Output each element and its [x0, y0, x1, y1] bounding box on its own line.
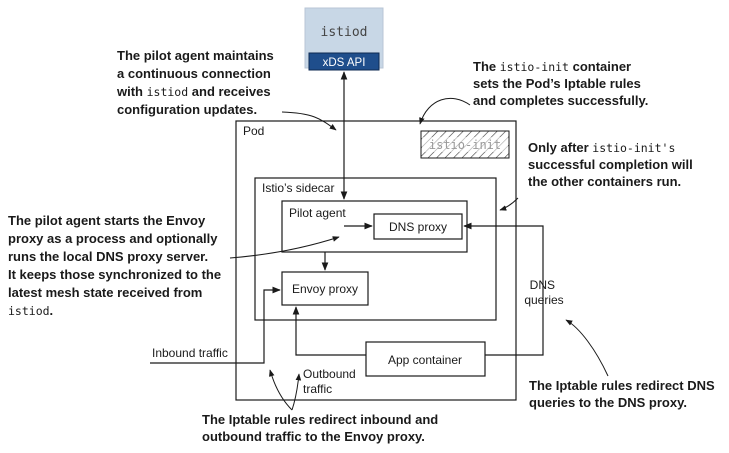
app-container-label: App container [388, 353, 462, 367]
outbound-traffic-label: Outbound traffic [303, 367, 359, 396]
pod-box [235, 120, 517, 401]
annotation-line: The Iptable rules redirect inbound and [202, 412, 438, 427]
annotation-pilot-connection: The pilot agent maintains a continuous co… [116, 48, 274, 117]
inbound-traffic-arrow [150, 286, 281, 364]
annotation-line: istiod. [8, 303, 53, 318]
annotation-line: The istio-init container [473, 59, 631, 74]
envoy-proxy-label: Envoy proxy [292, 282, 358, 296]
annotation-line: a continuous connection [117, 66, 271, 81]
annotation-istio-init-rules: The istio-init container sets the Pod’s I… [473, 59, 648, 108]
pilot-agent-label: Pilot agent [289, 206, 346, 220]
leader-after-init [499, 197, 519, 211]
annotation-line: The Iptable rules redirect DNS [529, 378, 715, 393]
annotation-line: configuration updates. [117, 102, 257, 117]
leader-traffic-outbound [291, 373, 302, 411]
annotation-dns-redirect: The Iptable rules redirect DNS queries to… [529, 378, 715, 410]
annotation-line: queries to the DNS proxy. [529, 395, 687, 410]
annotation-line: outbound traffic to the Envoy proxy. [202, 429, 425, 444]
annotation-pilot-starts: The pilot agent starts the Envoy proxy as… [8, 213, 221, 318]
dns-queries-label: DNS queries [524, 278, 563, 307]
leader-traffic-inbound [269, 369, 293, 411]
pod-label: Pod [243, 124, 264, 138]
leader-dns-redirect [565, 319, 609, 377]
annotation-line: proxy as a process and optionally [8, 231, 218, 246]
istiod-label: istiod [321, 25, 368, 40]
annotation-line: sets the Pod’s Iptable rules [473, 76, 641, 91]
envoy-proxy-box [281, 271, 369, 306]
leader-pilot-starts-envoy [229, 236, 340, 259]
annotation-line: It keeps those synchronized to the [8, 267, 221, 282]
sidecar-box [254, 177, 497, 321]
annotation-line: runs the local DNS proxy server. [8, 249, 208, 264]
istio-init-label: istio-init [429, 138, 501, 152]
annotation-line: the other containers run. [528, 174, 681, 189]
leader-istio-init [419, 97, 471, 125]
annotation-line: The pilot agent starts the Envoy [8, 213, 206, 228]
annotation-line: latest mesh state received from [8, 285, 202, 300]
dns-proxy-label: DNS proxy [389, 220, 447, 234]
annotation-line: The pilot agent maintains [117, 48, 274, 63]
sidecar-label: Istio’s sidecar [262, 181, 334, 195]
xds-api-box [308, 52, 380, 71]
dns-proxy-box [373, 213, 463, 240]
annotation-line: successful completion will [528, 157, 693, 172]
annotation-line: with istiod and receives [116, 84, 271, 99]
annotation-line: and completes successfully. [473, 93, 648, 108]
dns-query-arrow [463, 222, 544, 356]
app-container-box [365, 341, 486, 377]
annotation-line: Only after istio-init's [528, 140, 675, 155]
annotation-traffic-redirect: The Iptable rules redirect inbound and ou… [202, 412, 438, 444]
outbound-traffic-arrow [292, 306, 366, 356]
xds-api-label: xDS API [323, 57, 366, 69]
annotation-after-init: Only after istio-init's successful comple… [528, 140, 693, 189]
inbound-traffic-label: Inbound traffic [152, 346, 228, 360]
leader-pilot-connection [281, 111, 337, 131]
